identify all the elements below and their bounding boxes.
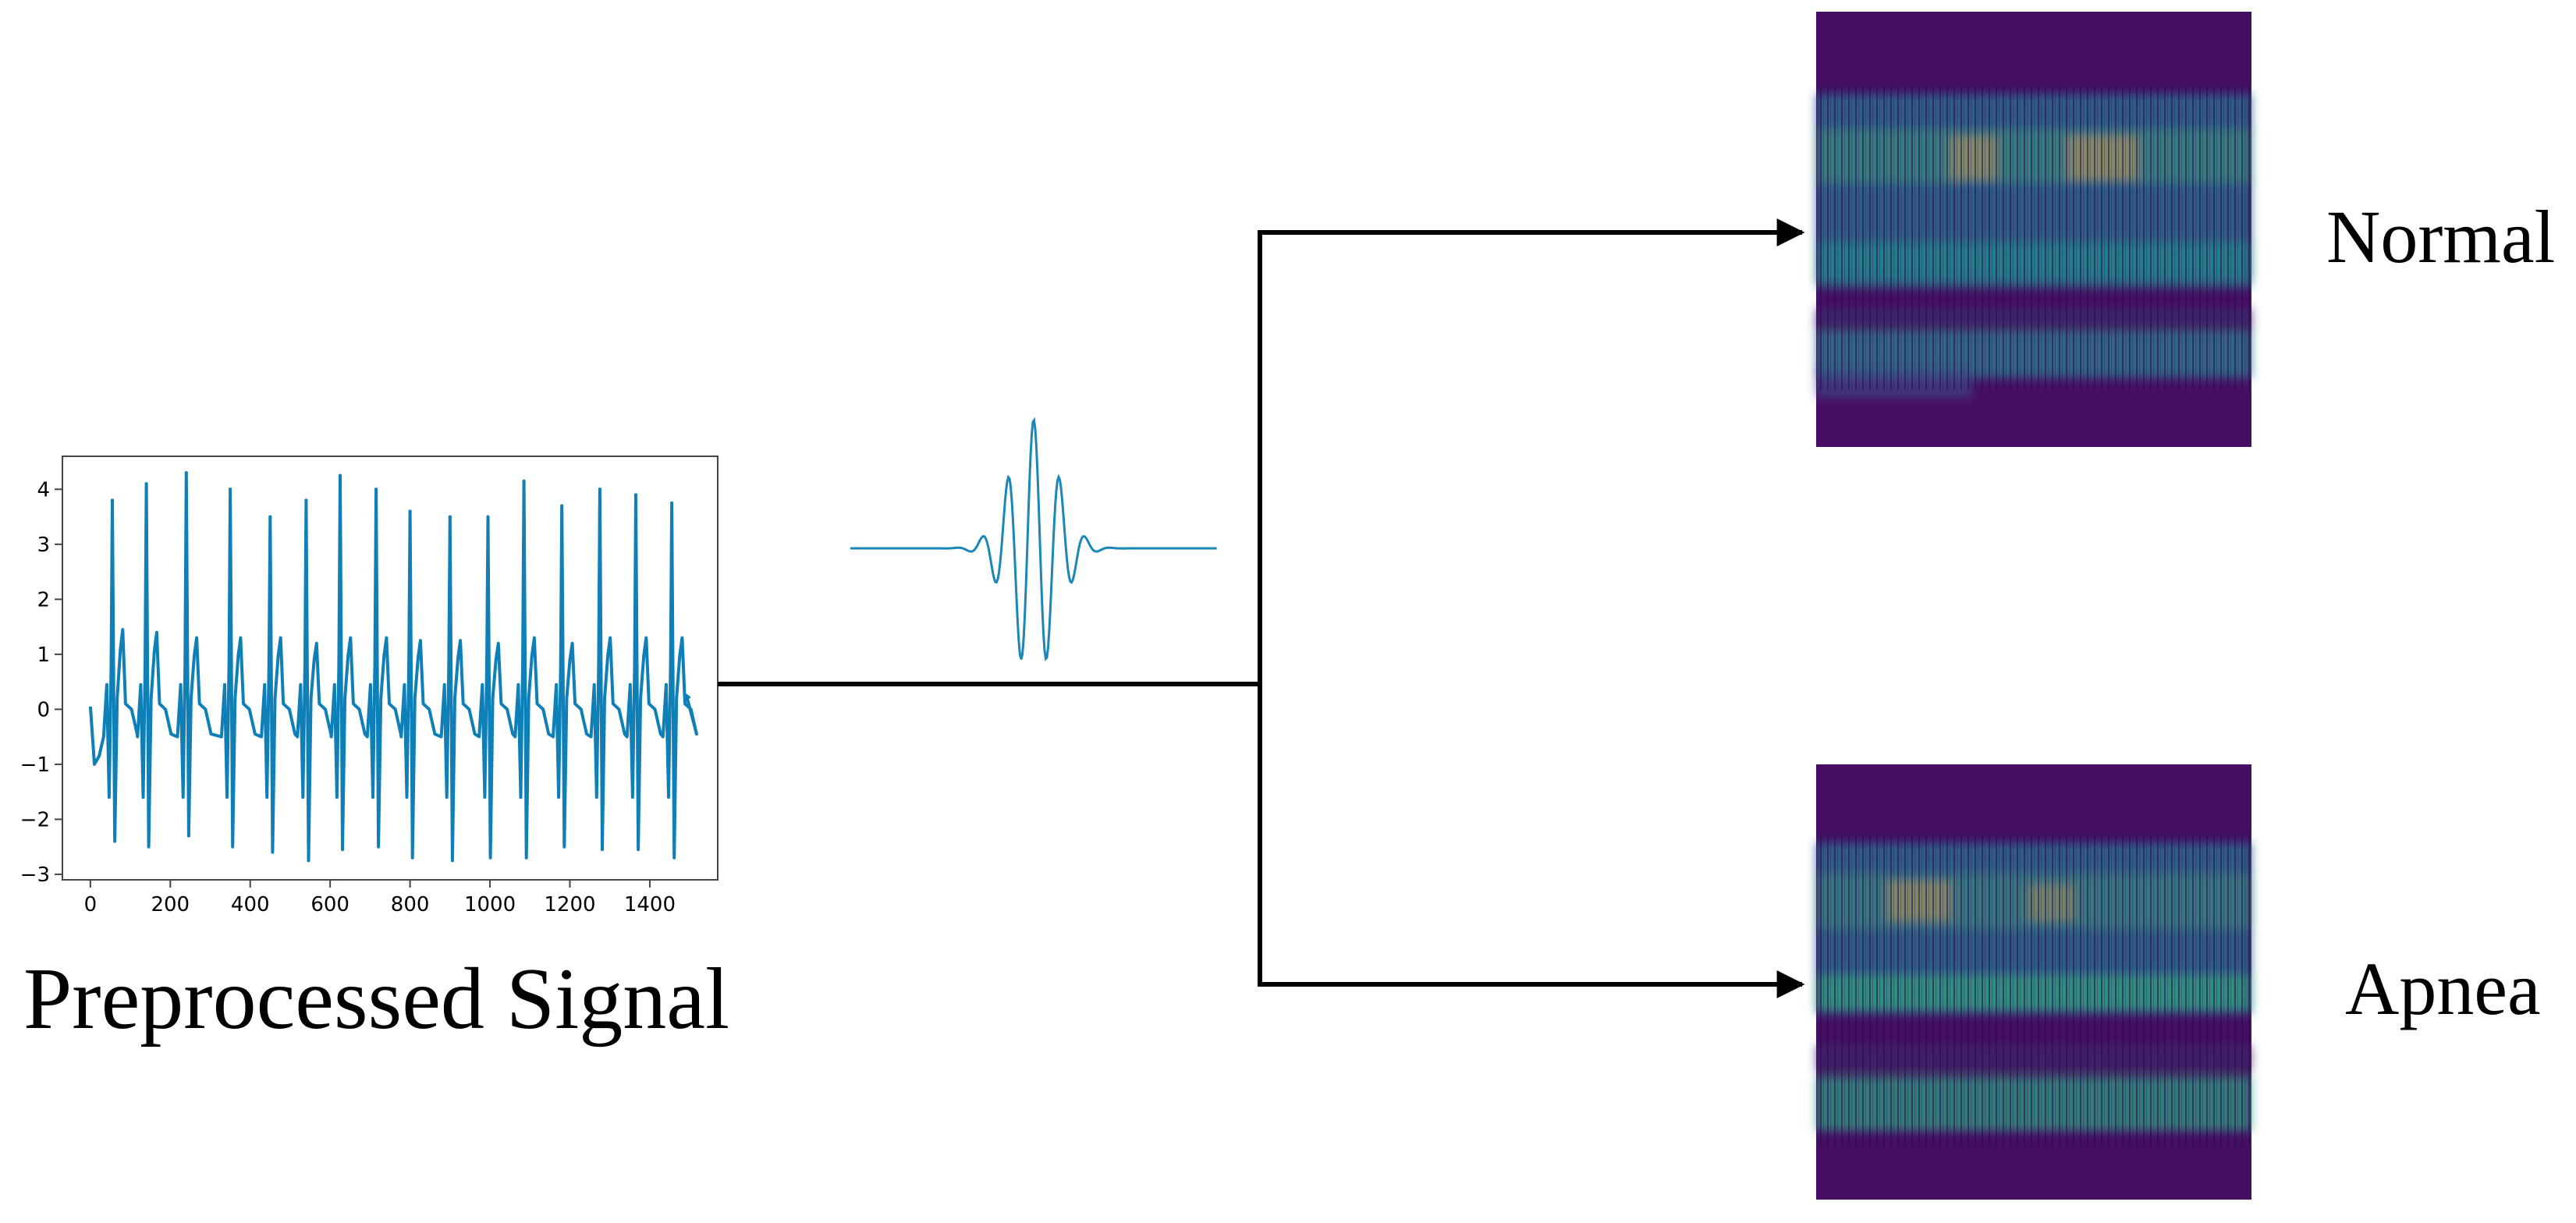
x-tick-label: 800 — [391, 893, 430, 916]
y-tick-label: 0 — [37, 698, 50, 721]
x-tick-label: 400 — [231, 893, 270, 916]
x-tick-label: 1400 — [624, 893, 676, 916]
signal-chart: −3 −2 −1 0 1 2 3 4 0 200 400 600 800 1000 1200 1400 — [20, 456, 719, 916]
r-peak-point — [634, 493, 637, 497]
x-axis: 0 200 400 600 800 1000 1200 1400 — [84, 880, 676, 916]
signal-caption: Preprocessed Signal — [23, 951, 729, 1048]
x-tick-label: 1000 — [464, 893, 516, 916]
morlet-wavelet-icon — [850, 417, 1217, 661]
scalogram-apnea — [1816, 764, 2251, 1200]
y-tick-label: 2 — [37, 588, 50, 612]
x-tick-label: 600 — [310, 893, 349, 916]
y-tick-label: 1 — [37, 643, 50, 667]
r-peak-point — [184, 471, 188, 475]
r-peak-point — [268, 515, 272, 519]
x-tick-label: 200 — [151, 893, 190, 916]
r-peak-point — [598, 487, 601, 491]
plot-frame — [62, 456, 719, 881]
signal-series-line — [88, 471, 698, 863]
r-peak-point — [338, 473, 342, 477]
scalogram-normal — [1816, 12, 2251, 447]
y-axis: −3 −2 −1 0 1 2 3 4 — [20, 478, 62, 887]
r-peak-point — [522, 479, 526, 483]
r-peak-point — [111, 498, 115, 502]
r-peak-point — [448, 515, 452, 519]
x-tick-label: 0 — [84, 893, 98, 916]
r-peak-point — [304, 498, 308, 502]
r-peak-point — [144, 482, 148, 486]
signal-markers — [111, 471, 674, 519]
r-peak-point — [229, 487, 232, 491]
y-tick-label: 3 — [37, 534, 50, 557]
y-tick-label: −1 — [20, 753, 50, 777]
label-apnea: Apnea — [2345, 947, 2541, 1030]
x-tick-label: 1200 — [544, 893, 595, 916]
r-peak-point — [560, 504, 564, 508]
connector-lines — [718, 218, 1805, 998]
y-tick-label: −3 — [20, 863, 50, 887]
r-peak-point — [670, 501, 674, 505]
y-tick-label: 4 — [37, 478, 50, 502]
r-peak-point — [374, 487, 378, 491]
y-tick-label: −2 — [20, 808, 50, 831]
r-peak-point — [486, 515, 490, 519]
label-normal: Normal — [2326, 195, 2555, 278]
r-peak-point — [408, 509, 412, 513]
